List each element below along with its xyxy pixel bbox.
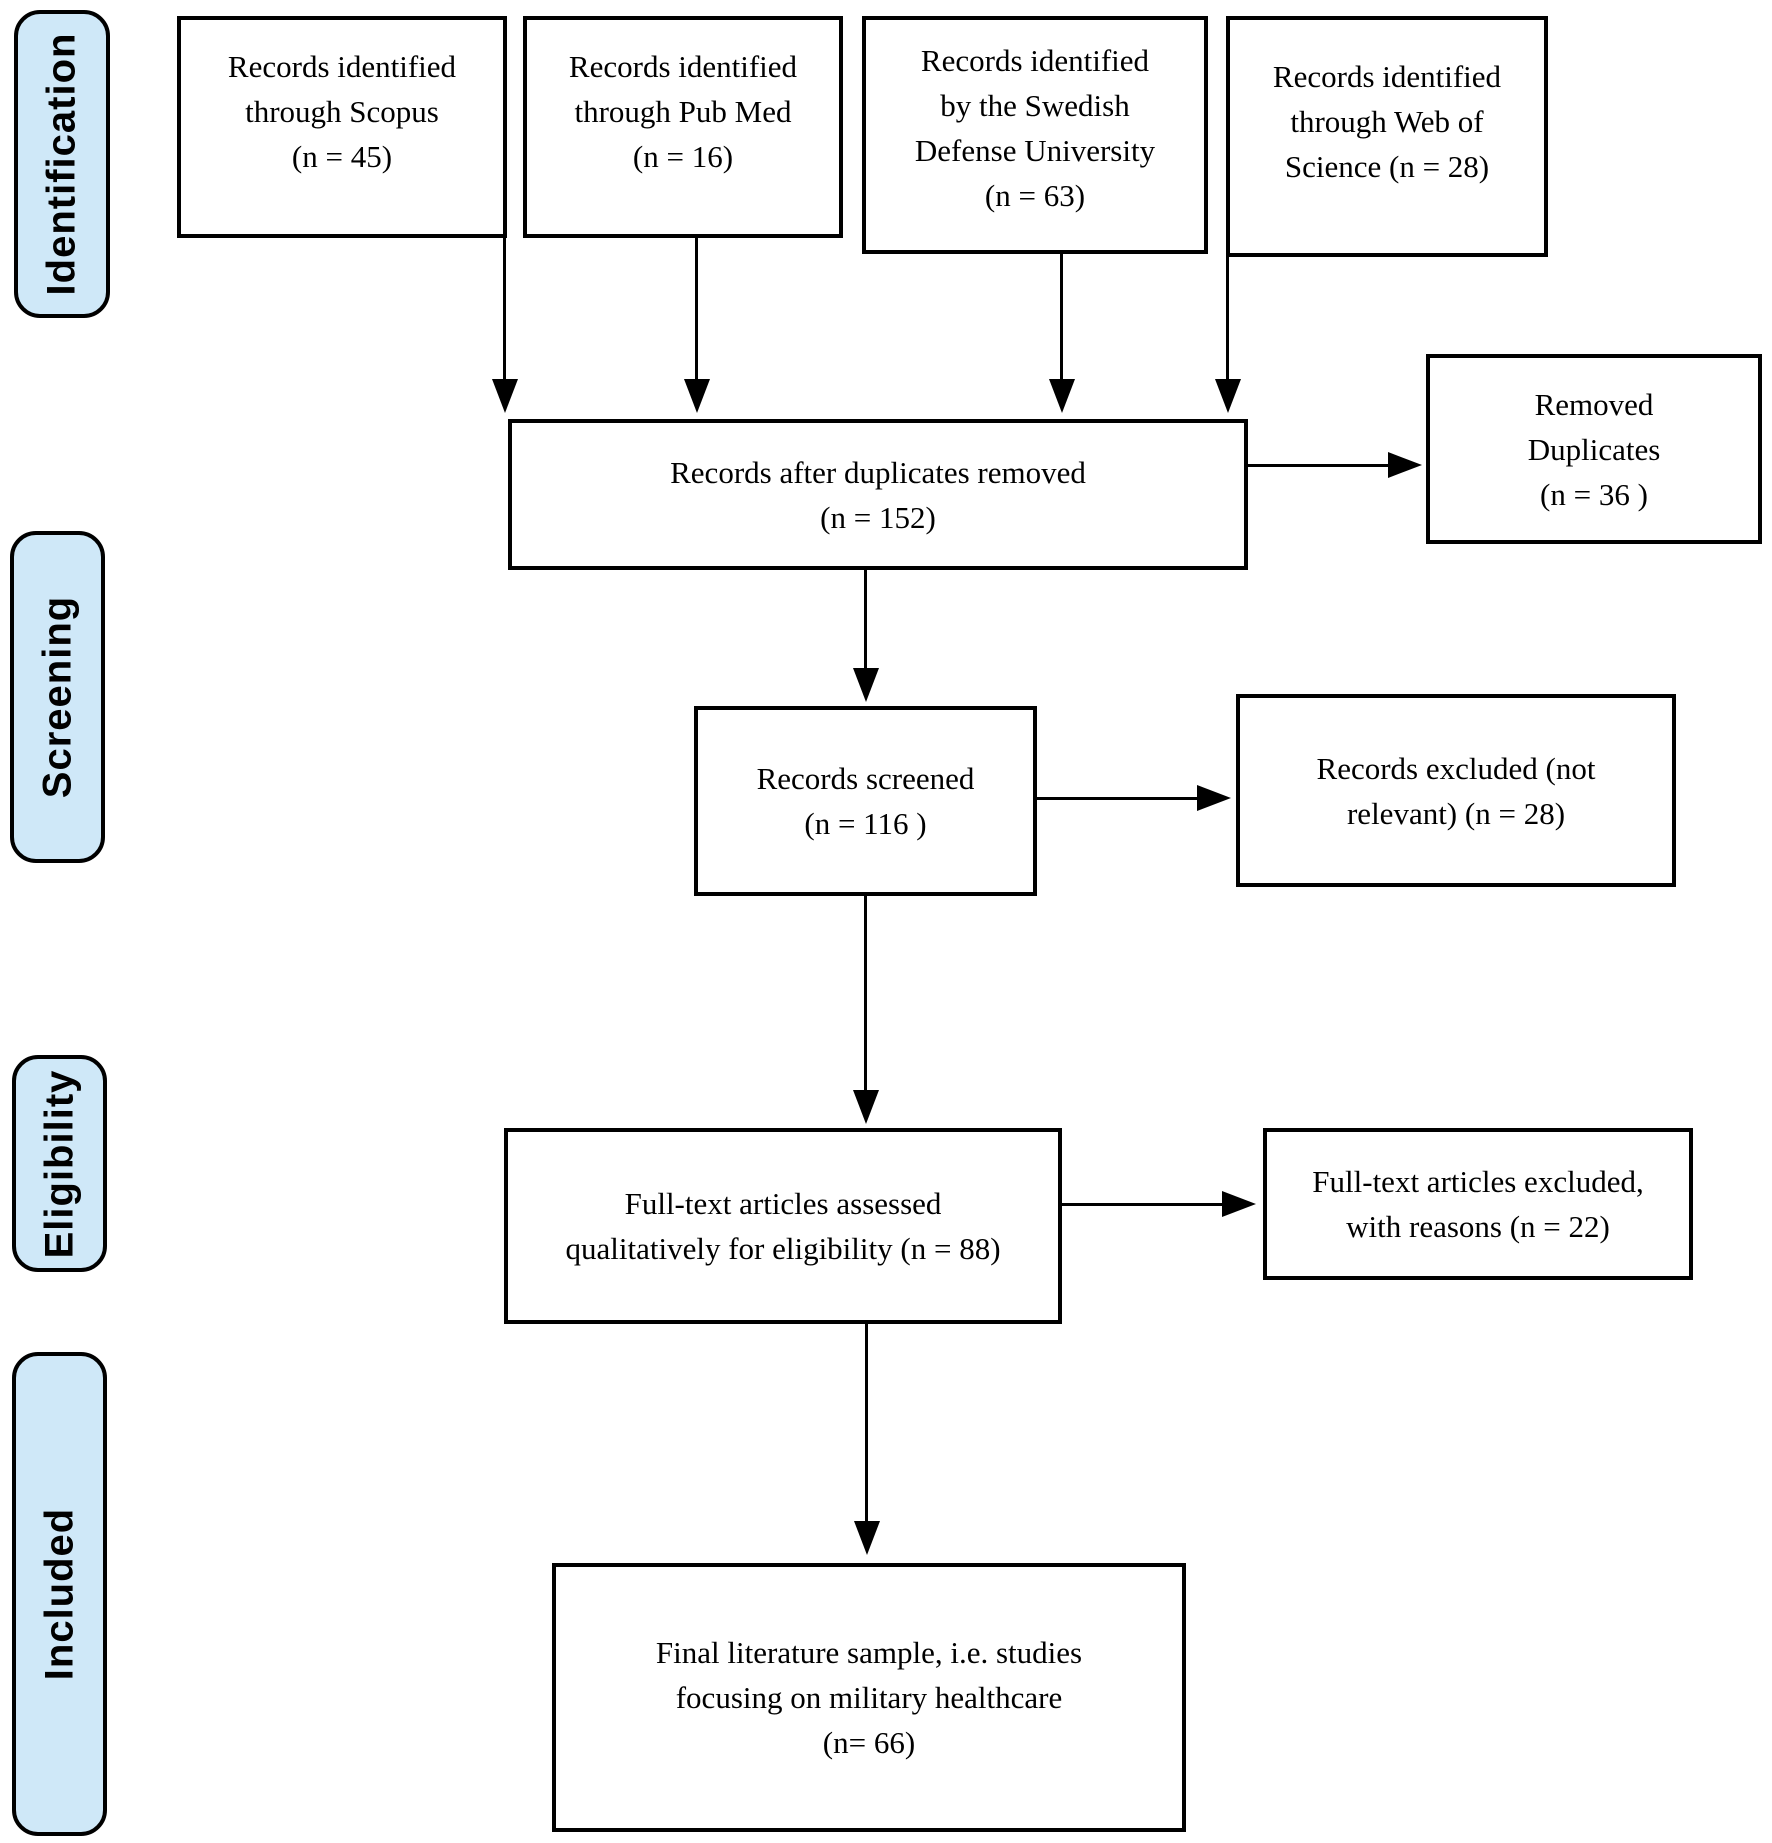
- box-fulltext-excluded: Full-text articles excluded, with reason…: [1263, 1128, 1693, 1280]
- box-records-scopus: Records identified through Scopus (n = 4…: [177, 16, 507, 238]
- box-final-literature-sample-text: Final literature sample, i.e. studies fo…: [655, 1635, 1083, 1760]
- box-fulltext-assessed: Full-text articles assessed qualitativel…: [504, 1128, 1062, 1324]
- box-records-screened: Records screened (n = 116 ): [694, 706, 1037, 896]
- arrowhead-pubmed-to-duplicates: [684, 379, 710, 413]
- arrowhead-swedish-to-duplicates: [1049, 379, 1075, 413]
- box-records-screened-text: Records screened (n = 116 ): [756, 761, 975, 841]
- arrow-line-fulltext-to-excluded: [1062, 1203, 1222, 1206]
- box-fulltext-assessed-text: Full-text articles assessed qualitativel…: [565, 1186, 1001, 1266]
- box-records-excluded-text: Records excluded (not relevant) (n = 28): [1316, 750, 1596, 831]
- stage-label-included-text: Included: [37, 1507, 81, 1681]
- arrow-line-screened-to-excluded: [1037, 797, 1197, 800]
- arrow-line-duplicates-to-removed: [1248, 464, 1388, 467]
- arrowhead-screened-to-fulltext: [853, 1090, 879, 1124]
- arrow-line-wos-to-duplicates: [1226, 257, 1229, 379]
- arrowhead-screened-to-excluded: [1197, 785, 1231, 811]
- arrowhead-wos-to-duplicates: [1215, 379, 1241, 413]
- arrowhead-fulltext-to-excluded: [1222, 1191, 1256, 1217]
- box-records-after-duplicates-removed: Records after duplicates removed (n = 15…: [508, 419, 1248, 570]
- box-records-web-of-science: Records identified through Web of Scienc…: [1226, 16, 1548, 257]
- box-records-after-duplicates-removed-text: Records after duplicates removed (n = 15…: [670, 454, 1086, 535]
- arrow-line-swedish-to-duplicates: [1060, 254, 1063, 379]
- arrowhead-duplicates-to-removed: [1388, 452, 1422, 478]
- box-records-swedish-defense-university-text: Records identified by the Swedish Defens…: [914, 43, 1156, 213]
- box-records-scopus-text: Records identified through Scopus (n = 4…: [227, 49, 457, 174]
- box-removed-duplicates-text: Removed Duplicates (n = 36 ): [1527, 386, 1661, 512]
- stage-label-identification-text: Identification: [39, 32, 84, 296]
- arrow-line-scopus-to-duplicates: [503, 238, 506, 379]
- arrow-line-pubmed-to-duplicates: [695, 238, 698, 379]
- box-final-literature-sample: Final literature sample, i.e. studies fo…: [552, 1563, 1186, 1832]
- box-records-swedish-defense-university: Records identified by the Swedish Defens…: [862, 16, 1208, 254]
- stage-label-included: Included: [12, 1352, 107, 1836]
- arrowhead-scopus-to-duplicates: [492, 379, 518, 413]
- arrow-line-screened-to-fulltext: [864, 896, 867, 1090]
- stage-label-screening-text: Screening: [35, 595, 79, 799]
- box-records-web-of-science-text: Records identified through Web of Scienc…: [1272, 59, 1502, 184]
- box-records-pubmed-text: Records identified through Pub Med (n = …: [568, 49, 798, 174]
- box-records-excluded: Records excluded (not relevant) (n = 28): [1236, 694, 1676, 887]
- box-removed-duplicates: Removed Duplicates (n = 36 ): [1426, 354, 1762, 544]
- arrow-line-duplicates-to-screened: [864, 570, 867, 668]
- stage-label-eligibility-text: Eligibility: [37, 1069, 81, 1258]
- arrow-line-fulltext-to-final: [865, 1324, 868, 1521]
- arrowhead-fulltext-to-final: [854, 1521, 880, 1555]
- box-fulltext-excluded-text: Full-text articles excluded, with reason…: [1312, 1164, 1644, 1244]
- arrowhead-duplicates-to-screened: [853, 668, 879, 702]
- stage-label-screening: Screening: [10, 531, 105, 863]
- stage-label-identification: Identification: [14, 10, 110, 318]
- stage-label-eligibility: Eligibility: [12, 1055, 107, 1272]
- box-records-pubmed: Records identified through Pub Med (n = …: [523, 16, 843, 238]
